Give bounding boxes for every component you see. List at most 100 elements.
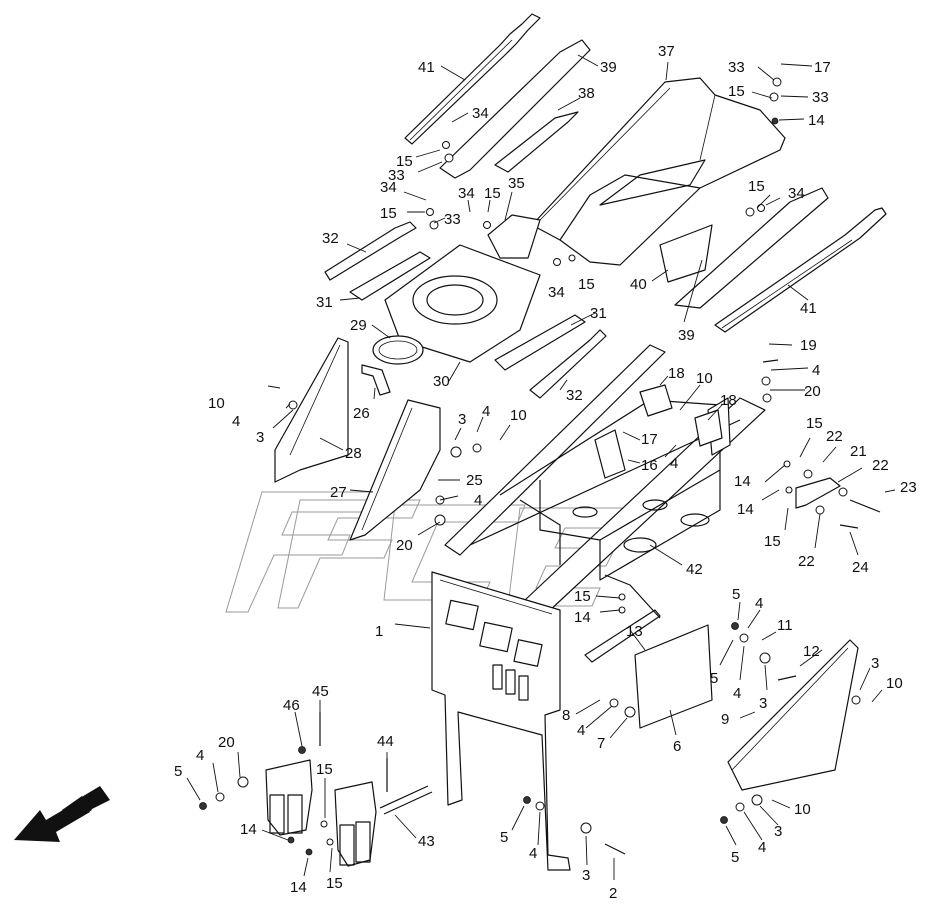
callout-34: 34 [788,185,805,202]
panel-28 [274,337,349,483]
strip-41-right [714,207,887,333]
callout-11: 11 [777,617,793,634]
callout-13: 13 [626,623,643,640]
callout-15: 15 [326,875,343,892]
plate-31-mid [494,314,586,371]
bolt-24 [839,524,859,529]
callout-14: 14 [290,879,307,896]
callout-3: 3 [458,411,466,428]
strip-32-left [324,221,417,281]
ring-29 [372,335,424,365]
callout-38: 38 [578,85,595,102]
callout-39: 39 [600,59,617,76]
plate-40 [659,224,713,283]
callout-7: 7 [597,735,605,752]
callout-20: 20 [804,383,821,400]
callout-4: 4 [482,403,490,420]
filters [265,759,377,867]
callout-5: 5 [732,586,740,603]
callout-42: 42 [686,561,703,578]
callout-22: 22 [826,428,843,445]
callout-4: 4 [577,722,585,739]
plates [634,624,859,791]
callout-16: 16 [641,457,658,474]
callout-31: 31 [590,305,607,322]
callout-10: 10 [208,395,225,412]
callout-4: 4 [755,595,763,612]
callout-15: 15 [806,415,823,432]
bracket-18-a [639,384,673,417]
callout-15: 15 [748,178,765,195]
rail-13 [584,609,661,663]
callout-43: 43 [418,833,435,850]
callout-31: 31 [316,294,333,311]
plate-39-upper [439,39,591,179]
callout-14: 14 [574,609,591,626]
callout-20: 20 [218,734,235,751]
bolt-23 [849,499,881,513]
callout-15: 15 [316,761,333,778]
bracket-21 [795,477,841,509]
callout-19: 19 [800,337,817,354]
callout-4: 4 [733,685,741,702]
callout-21: 21 [850,443,867,460]
callout-33: 33 [728,59,745,76]
callout-33: 33 [444,211,461,228]
callout-24: 24 [852,559,869,576]
callout-14: 14 [737,501,754,518]
callout-4: 4 [812,362,820,379]
callout-34: 34 [548,284,565,301]
callout-28: 28 [345,445,362,462]
callout-2: 2 [609,885,617,902]
callout-32: 32 [566,387,583,404]
callout-1: 1 [375,623,383,640]
callout-5: 5 [731,849,739,866]
callout-44: 44 [377,733,394,750]
bolt-12 [777,675,797,681]
callout-14: 14 [240,821,257,838]
callout-18: 18 [668,365,685,382]
plate-39-right [674,187,829,309]
callout-27: 27 [330,484,347,501]
plate-9 [727,639,859,791]
callout-3: 3 [256,429,264,446]
callout-22: 22 [798,553,815,570]
callout-5: 5 [174,763,182,780]
callout-32: 32 [322,230,339,247]
callout-23: 23 [900,479,917,496]
callout-15: 15 [728,83,745,100]
cover-37 [531,77,786,266]
callout-15: 15 [396,153,413,170]
bolt-19 [762,359,779,363]
callout-17: 17 [814,59,831,76]
plate-38 [494,111,579,173]
callout-20: 20 [396,537,413,554]
bracket-18-b [694,409,723,447]
callout-10: 10 [794,801,811,818]
callout-8: 8 [562,707,570,724]
callout-15: 15 [764,533,781,550]
callout-10: 10 [886,675,903,692]
plate-31-left [349,251,431,301]
callout-3: 3 [759,695,767,712]
callout-4: 4 [196,747,204,764]
hardware [199,77,881,856]
callout-5: 5 [500,829,508,846]
callout-15: 15 [484,185,501,202]
callout-40: 40 [630,276,647,293]
callout-35: 35 [508,175,525,192]
callout-30: 30 [433,373,450,390]
callout-29: 29 [350,317,367,334]
callout-37: 37 [658,43,675,60]
callout-33: 33 [812,89,829,106]
callout-4: 4 [232,413,240,430]
callout-4: 4 [670,455,678,472]
filter-left [265,759,313,836]
callout-17: 17 [641,431,658,448]
callout-4: 4 [529,845,537,862]
top-covers [324,13,887,399]
callout-22: 22 [872,457,889,474]
callout-46: 46 [283,697,300,714]
